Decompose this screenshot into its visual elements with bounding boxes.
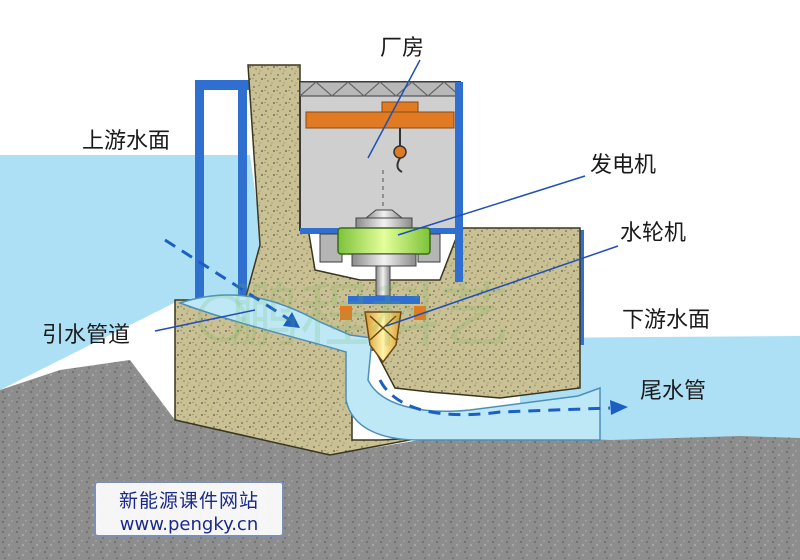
flow-arrowhead-upstream	[283, 312, 300, 328]
leader-penstock	[154, 309, 256, 332]
watermark-text: 鹏程科艺	[230, 275, 510, 357]
flow-arrows	[164, 238, 611, 417]
penstock-channel	[177, 294, 601, 441]
label-upstream: 上游水面	[82, 129, 170, 154]
label-penstock: 引水管道	[42, 323, 130, 348]
watermark-logo	[198, 294, 246, 342]
label-powerhouse: 厂房	[380, 36, 424, 61]
generator-unit	[337, 209, 431, 267]
dam-concrete	[174, 64, 581, 456]
flow-arrowhead-draft	[610, 400, 628, 415]
site-badge[interactable]: 新能源课件网站 www.pengky.cn	[94, 481, 284, 537]
site-badge-url[interactable]: www.pengky.cn	[119, 514, 259, 535]
upstream-gate-frame	[195, 80, 250, 305]
turbine-unit	[340, 265, 426, 364]
label-turbine: 水轮机	[620, 221, 686, 246]
flow-arrow-upstream	[164, 238, 291, 322]
flow-arrow-draft	[378, 379, 611, 417]
leader-powerhouse	[367, 59, 421, 159]
callout-lines	[154, 59, 619, 332]
leader-turbine	[385, 245, 619, 327]
label-downstream: 下游水面	[622, 308, 710, 333]
site-badge-title: 新能源课件网站	[118, 490, 259, 512]
overhead-crane	[305, 101, 455, 173]
label-generator: 发电机	[590, 153, 656, 178]
label-draft-tube: 尾水管	[640, 379, 706, 404]
leader-generator	[397, 175, 586, 236]
